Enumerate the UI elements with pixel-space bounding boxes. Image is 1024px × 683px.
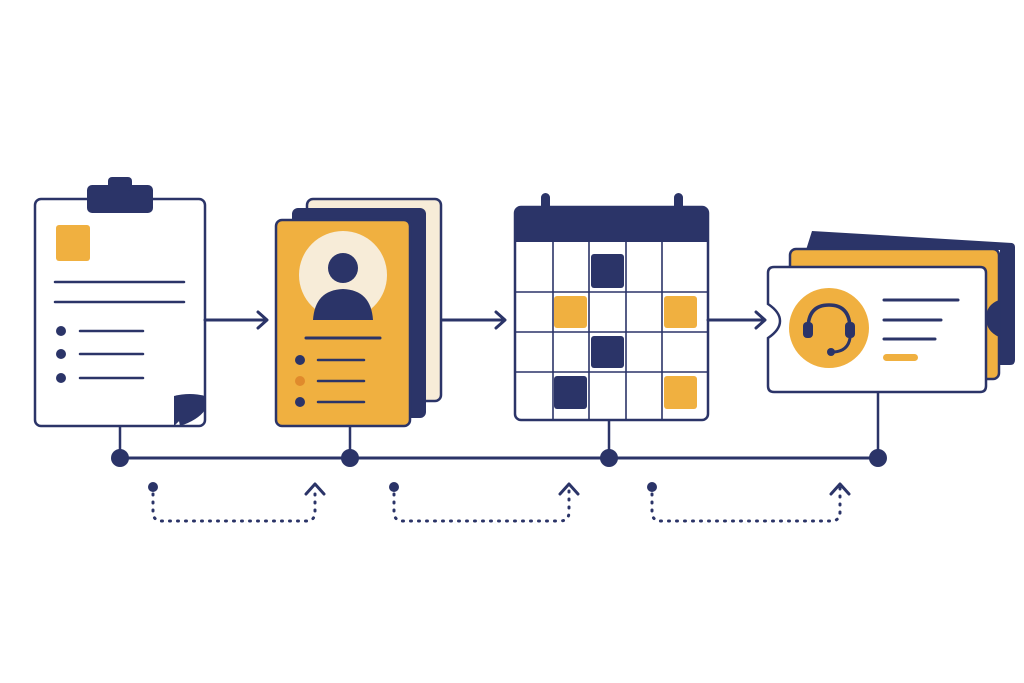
timeline-node xyxy=(111,449,129,467)
timeline-node xyxy=(341,449,359,467)
timeline xyxy=(111,392,887,467)
clipboard-icon xyxy=(33,177,207,428)
flow-arrow xyxy=(706,310,767,330)
flow-arrow xyxy=(203,310,269,330)
calendar-icon xyxy=(513,193,710,422)
flow-arrow xyxy=(440,310,507,330)
timeline-node xyxy=(600,449,618,467)
feedback-loop xyxy=(647,482,851,523)
feedback-loop xyxy=(389,482,580,523)
timeline-node xyxy=(869,449,887,467)
feedback-loop xyxy=(148,482,326,523)
headset-icon xyxy=(766,231,1015,394)
user-profile-icon xyxy=(274,197,443,428)
